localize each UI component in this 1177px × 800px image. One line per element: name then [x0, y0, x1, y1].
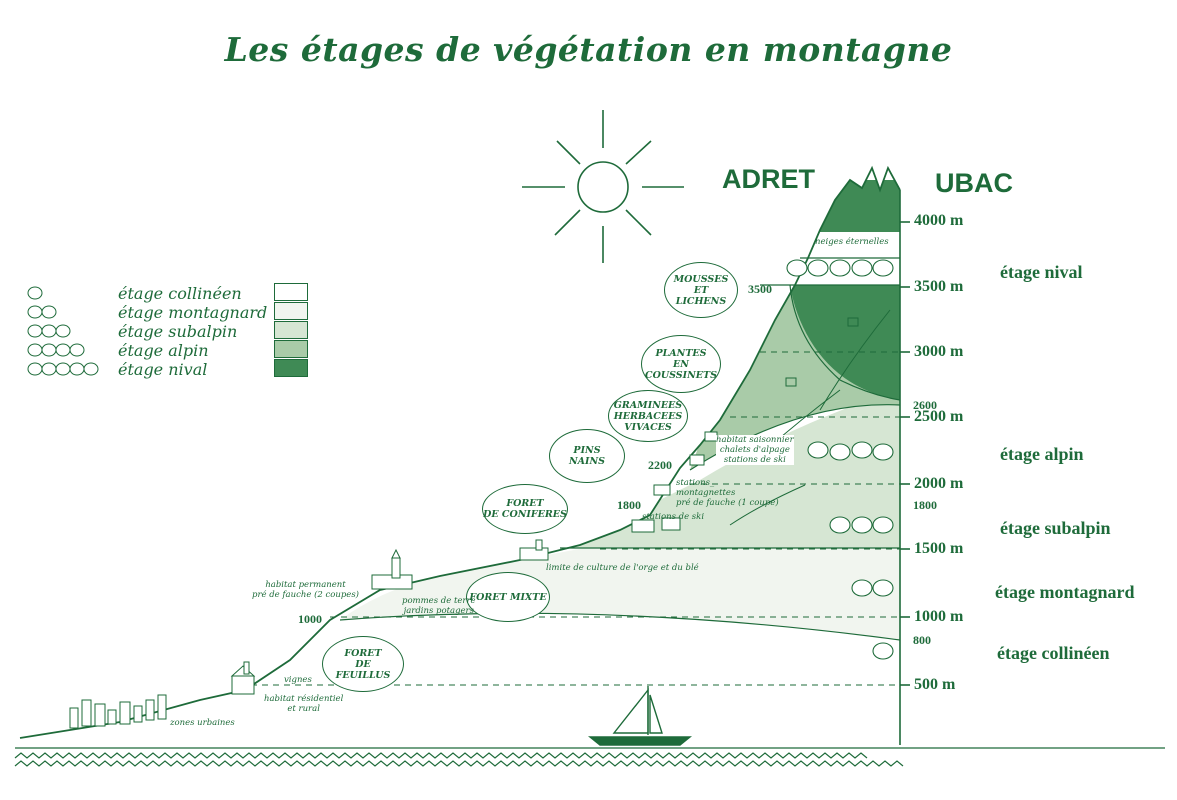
- ubac-limit-1800: 1800: [913, 498, 937, 512]
- legend-label: étage collinéen: [118, 283, 242, 303]
- ubac-label: UBAC: [935, 168, 1013, 198]
- sea-waves: [14, 747, 1165, 767]
- legend-swatch-collineen: [274, 283, 308, 301]
- zone-label-collineen: étage collinéen: [997, 643, 1110, 663]
- note-habitat-saisonnier: habitat saisonnier chalets d'alpage stat…: [716, 435, 794, 465]
- altitude-label-3000: 3000 m: [914, 343, 964, 360]
- note-habitat-permanent: habitat permanent pré de fauche (2 coupe…: [252, 580, 359, 600]
- legend-label: étage subalpin: [118, 321, 238, 341]
- adret-limit-1800: 1800: [617, 498, 641, 512]
- adret-limit-2200: 2200: [648, 458, 672, 472]
- note-vignes: vignes: [284, 675, 312, 685]
- bubble-foret-mixte: FORET MIXTE: [466, 572, 550, 622]
- zone-label-subalpin: étage subalpin: [1000, 518, 1111, 538]
- altitude-label-1000: 1000 m: [914, 608, 964, 625]
- bubble-foret-coniferes: FORET DE CONIFERES: [482, 484, 568, 534]
- legend-swatch-nival: [274, 359, 308, 377]
- adret-limit-1000: 1000: [298, 612, 322, 626]
- bubble-plantes-coussinets: PLANTES EN COUSSINETS: [641, 335, 721, 393]
- sun-icon: [522, 110, 684, 263]
- zone-label-nival: étage nival: [1000, 262, 1083, 282]
- legend-item-alpin: étage alpin: [26, 340, 209, 360]
- bubble-mousses-lichens: MOUSSES ET LICHENS: [664, 262, 738, 318]
- altitude-label-500: 500 m: [914, 676, 956, 693]
- ubac-limit-2600: 2600: [913, 398, 937, 412]
- altitude-label-2500: 2500 m: [914, 408, 964, 425]
- altitude-label-2000: 2000 m: [914, 475, 964, 492]
- legend-item-subalpin: étage subalpin: [26, 321, 237, 341]
- village-icon: [230, 661, 256, 695]
- sailboat-icon: [588, 686, 692, 746]
- note-pommes-terre: pommes de terre jardins potagers: [402, 596, 476, 616]
- pebble-icon: [786, 259, 894, 660]
- bubble-pins-nains: PINS NAINS: [549, 429, 625, 483]
- altitude-label-1500: 1500 m: [914, 540, 964, 557]
- bubble-graminees: GRAMINEES HERBACEES VIVACES: [608, 390, 688, 442]
- legend-item-collineen: étage collinéen: [26, 283, 242, 303]
- church-icon: [371, 539, 549, 590]
- note-zones-urbaines: zones urbaines: [170, 718, 235, 728]
- pebble-icon: [27, 305, 57, 319]
- pebble-icon: [27, 324, 71, 338]
- city-icon: [69, 694, 167, 729]
- legend-swatch-alpin: [274, 340, 308, 358]
- note-limite-culture: limite de culture de l'orge et du blé: [546, 563, 699, 573]
- altitude-axis: [899, 190, 910, 745]
- adret-label: ADRET: [722, 164, 815, 194]
- legend-label: étage alpin: [118, 340, 209, 360]
- chalet-icon: [631, 431, 718, 533]
- note-stations-ski: stations de ski: [642, 512, 705, 522]
- pebble-icon: [27, 286, 43, 300]
- altitude-label-3500: 3500 m: [914, 278, 964, 295]
- ubac-limit-800: 800: [913, 633, 931, 647]
- note-stations-montagnettes: stations_ montagnettes pré de fauche (1 …: [676, 478, 779, 508]
- pebble-icon: [27, 362, 99, 376]
- legend-swatch-montagnard: [274, 302, 308, 320]
- legend-item-nival: étage nival: [26, 359, 207, 379]
- note-neiges-eternelles: neiges éternelles: [815, 237, 889, 247]
- legend-label: étage montagnard: [118, 302, 268, 322]
- altitude-label-4000: 4000 m: [914, 212, 964, 229]
- mountain-outline: [19, 165, 901, 739]
- pebble-icon: [27, 343, 85, 357]
- legend-label: étage nival: [118, 359, 208, 379]
- legend-item-montagnard: étage montagnard: [26, 302, 267, 322]
- zone-label-alpin: étage alpin: [1000, 444, 1084, 464]
- legend-swatch-subalpin: [274, 321, 308, 339]
- bubble-foret-feuillus: FORET DE FEUILLUS: [322, 636, 404, 692]
- note-habitat-residentiel: habitat résidentiel et rural: [264, 694, 344, 714]
- page-title: Les étages de végétation en montagne: [224, 30, 953, 69]
- zone-label-montagnard: étage montagnard: [995, 582, 1135, 602]
- adret-limit-3500: 3500: [748, 282, 772, 296]
